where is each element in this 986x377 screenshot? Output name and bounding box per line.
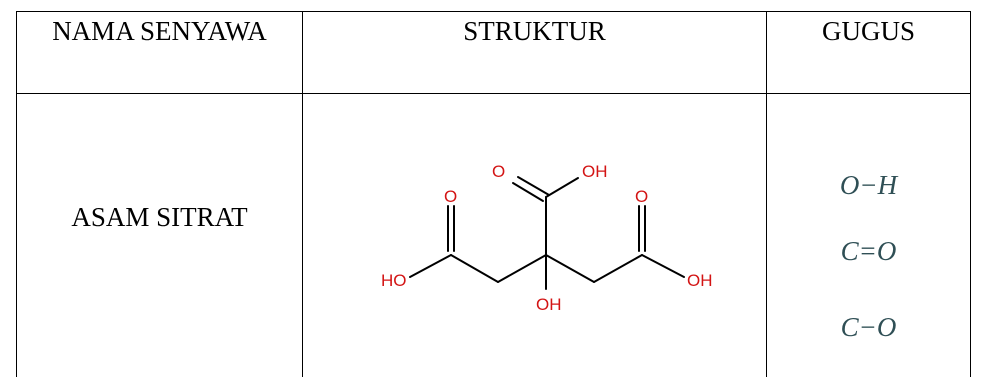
bond-left-to-ho xyxy=(409,254,452,278)
bond-right-chain xyxy=(593,254,643,283)
bond-central-to-right xyxy=(545,254,595,283)
atom-o-right: O xyxy=(635,187,648,206)
group-co-single: C−O xyxy=(840,312,897,342)
bond-carboxyl-double-2 xyxy=(517,176,550,196)
header-name: NAMA SENYAWA xyxy=(52,16,267,46)
column-divider-2 xyxy=(766,11,767,377)
atom-labels: OH O O O HO OH OH xyxy=(381,162,713,314)
citric-acid-structure: OH O O O HO OH OH xyxy=(381,162,713,314)
table-right-border xyxy=(970,11,971,377)
atom-o-top: O xyxy=(492,162,505,181)
header-group: GUGUS xyxy=(821,16,915,46)
group-oh: O−H xyxy=(839,170,898,200)
bond-carboxyl-double-1 xyxy=(512,182,544,202)
column-divider-1 xyxy=(302,11,303,377)
table-top-border xyxy=(16,11,970,12)
atom-oh-right: OH xyxy=(687,271,713,290)
header-structure: STRUKTUR xyxy=(463,16,606,46)
compound-name: ASAM SITRAT xyxy=(71,202,248,232)
group-co-double: C=O xyxy=(840,236,897,266)
bond-lines xyxy=(409,176,685,290)
atom-ho-left: HO xyxy=(381,271,407,290)
bond-left-chain xyxy=(450,254,499,283)
bond-central-to-left xyxy=(497,254,547,283)
atom-oh-bottom: OH xyxy=(536,295,562,314)
atom-o-left: O xyxy=(444,187,457,206)
bond-carboxyl-to-oh xyxy=(545,177,579,198)
atom-oh-top: OH xyxy=(582,162,608,181)
header-divider xyxy=(16,93,970,94)
bond-right-to-oh xyxy=(641,254,685,278)
table-left-border xyxy=(16,11,17,377)
